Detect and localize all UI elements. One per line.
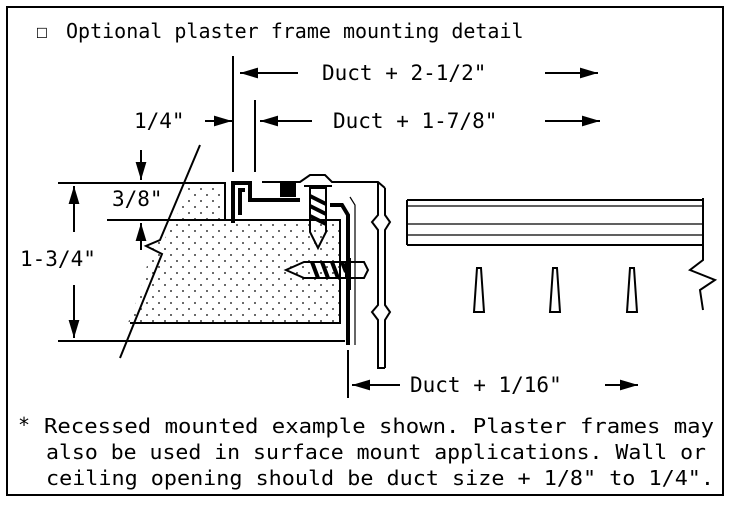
- dim-duct-plus-2-1-2: [232, 56, 598, 172]
- dim-three-eighths: [107, 150, 225, 250]
- dim-quarter: [205, 100, 256, 172]
- plaster-frame: [231, 174, 392, 369]
- drawing-frame: [6, 6, 724, 496]
- duct-section: [406, 198, 718, 311]
- dimension-three-eighths: 3/8": [112, 187, 163, 211]
- page-title: Optional plaster frame mounting detail: [66, 19, 524, 43]
- louver-blades: [472, 267, 639, 313]
- note-asterisk: *: [18, 413, 30, 437]
- dimension-quarter: 1/4": [134, 109, 185, 133]
- note-line-3: ceiling opening should be duct size + 1/…: [46, 466, 714, 490]
- note-line-2: also be used in surface mount applicatio…: [46, 440, 706, 464]
- screw-vertical: [304, 185, 332, 251]
- dim-duct-plus-1-16: [347, 350, 638, 398]
- dimension-one-three-quarters: 1-3/4": [20, 247, 96, 271]
- dimension-duct-plus-1-16: Duct + 1/16": [410, 373, 562, 397]
- dimension-duct-plus-2-1-2: Duct + 2-1/2": [322, 61, 486, 85]
- dimension-duct-plus-1-7-8: Duct + 1-7/8": [333, 109, 497, 133]
- screw-horizontal: [283, 258, 370, 290]
- plaster-wall: [58, 144, 345, 359]
- note-line-1: Recessed mounted example shown. Plaster …: [44, 414, 714, 438]
- checkbox-icon: ☐: [36, 19, 48, 43]
